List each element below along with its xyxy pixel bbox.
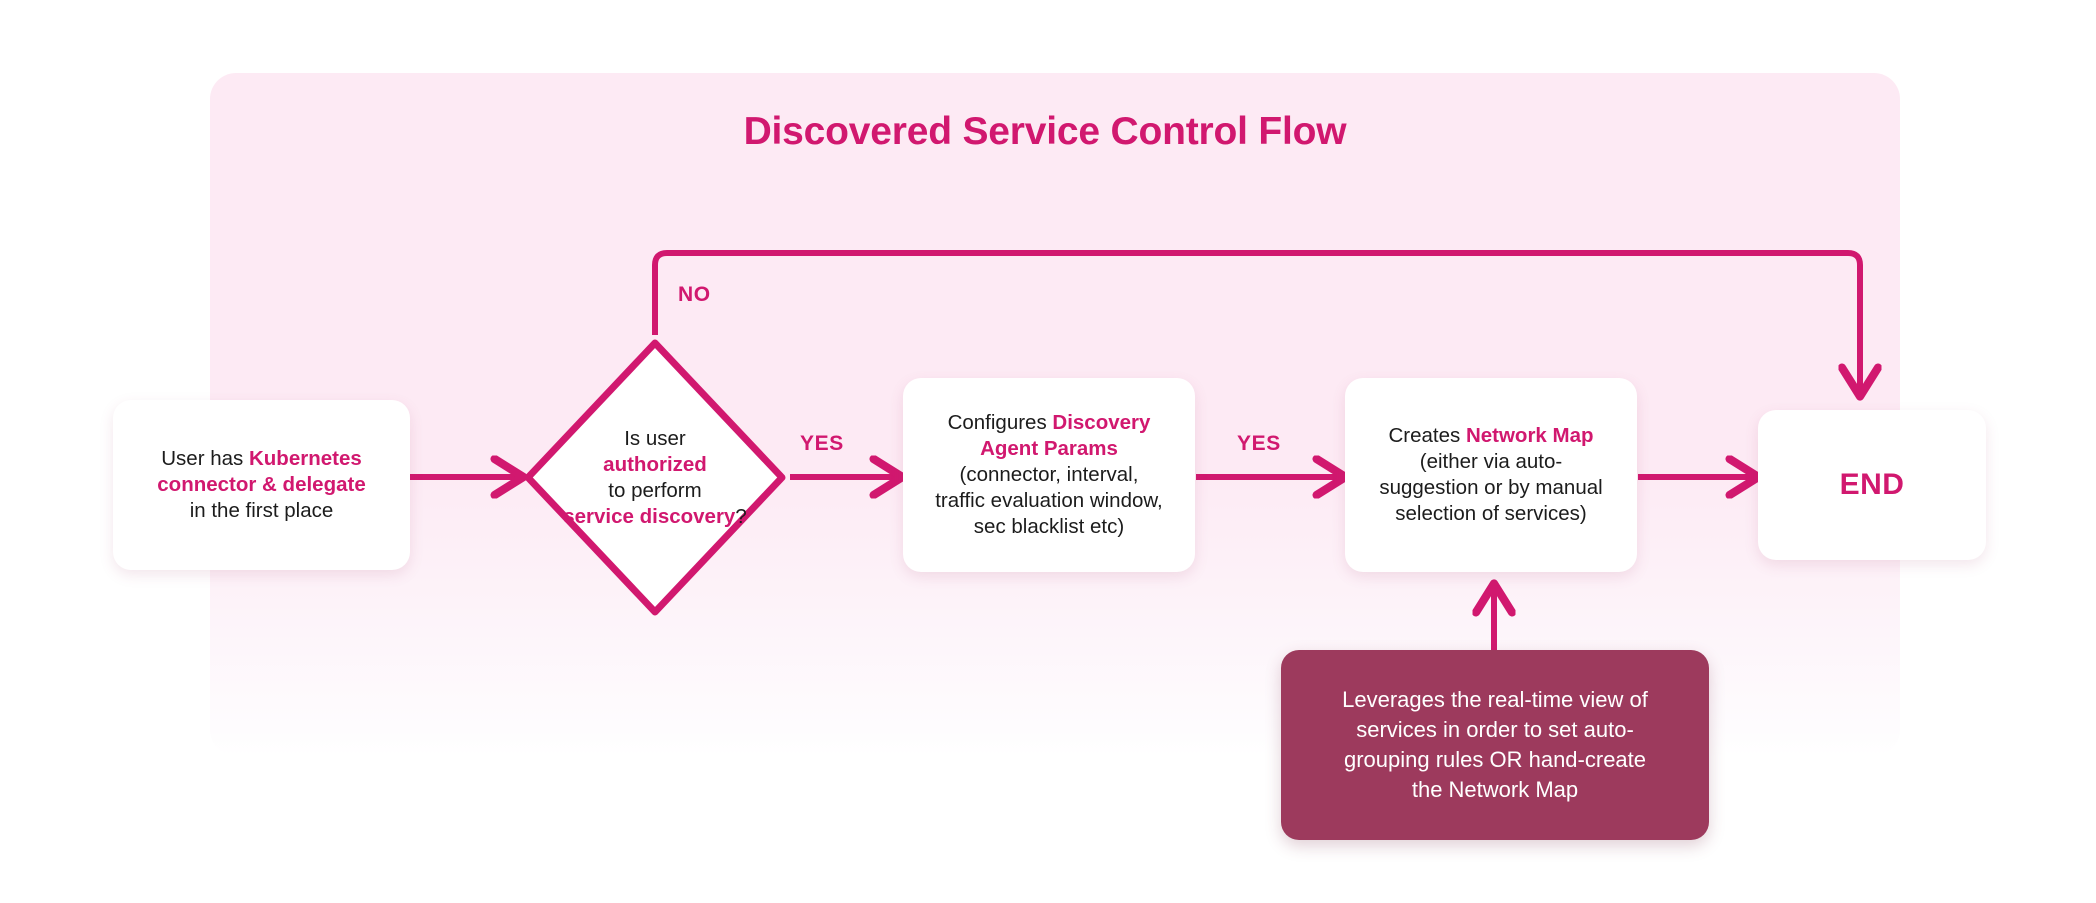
create-network-map-node-label: Creates Network Map(either via auto-sugg…	[1379, 424, 1603, 525]
page-title: Discovered Service Control Flow	[0, 110, 2096, 154]
create-network-map-node[interactable]: Creates Network Map(either via auto-sugg…	[1345, 378, 1637, 572]
end-node[interactable]: END	[1758, 410, 1986, 560]
edge-label-yes-1: YES	[800, 432, 844, 455]
decision-diamond-shape	[524, 339, 786, 616]
edge-label-yes-2: YES	[1237, 432, 1281, 455]
edge-label-no: NO	[678, 283, 711, 306]
page-title-text: Discovered Service Control Flow	[743, 110, 1347, 153]
end-node-label: END	[1839, 468, 1905, 501]
